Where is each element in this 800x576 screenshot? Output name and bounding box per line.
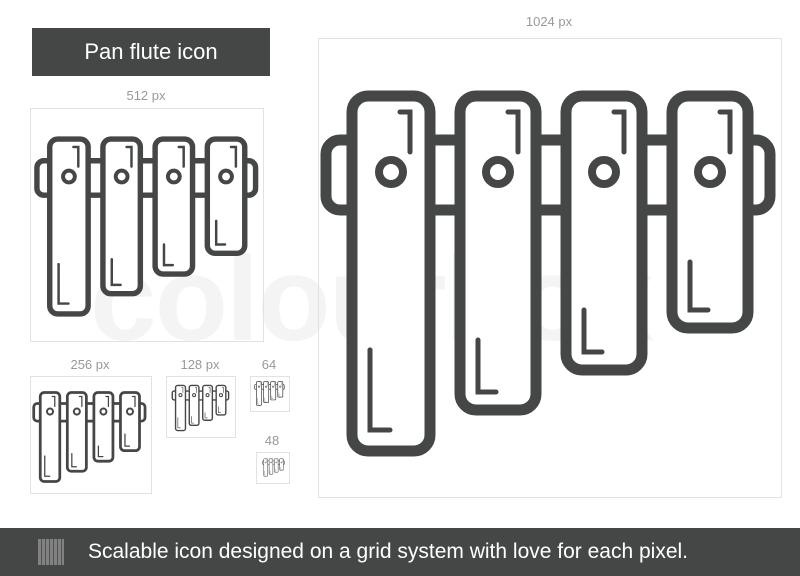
pan-flute-icon-512 — [32, 134, 261, 319]
frame-48 — [256, 452, 290, 484]
label-1024: 1024 px — [525, 14, 573, 29]
pan-flute-icon-1024 — [316, 86, 781, 461]
pan-flute-icon-48 — [262, 458, 285, 477]
frame-1024 — [318, 38, 782, 498]
footer-text: Scalable icon designed on a grid system … — [88, 540, 688, 563]
frame-128 — [166, 376, 236, 438]
frame-256 — [30, 376, 152, 494]
pan-flute-icon-128 — [171, 384, 230, 432]
label-128: 128 px — [180, 357, 220, 372]
pan-flute-icon-64 — [254, 381, 285, 406]
grid-icon — [38, 539, 64, 565]
frame-512 — [30, 108, 264, 342]
footer-bar: Scalable icon designed on a grid system … — [0, 528, 800, 576]
frame-64 — [250, 376, 290, 412]
label-512: 512 px — [126, 88, 166, 103]
label-48: 48 — [264, 433, 280, 448]
label-64: 64 — [261, 357, 277, 372]
pan-flute-icon-256 — [31, 390, 148, 484]
title-banner: Pan flute icon — [32, 28, 270, 76]
label-256: 256 px — [70, 357, 110, 372]
